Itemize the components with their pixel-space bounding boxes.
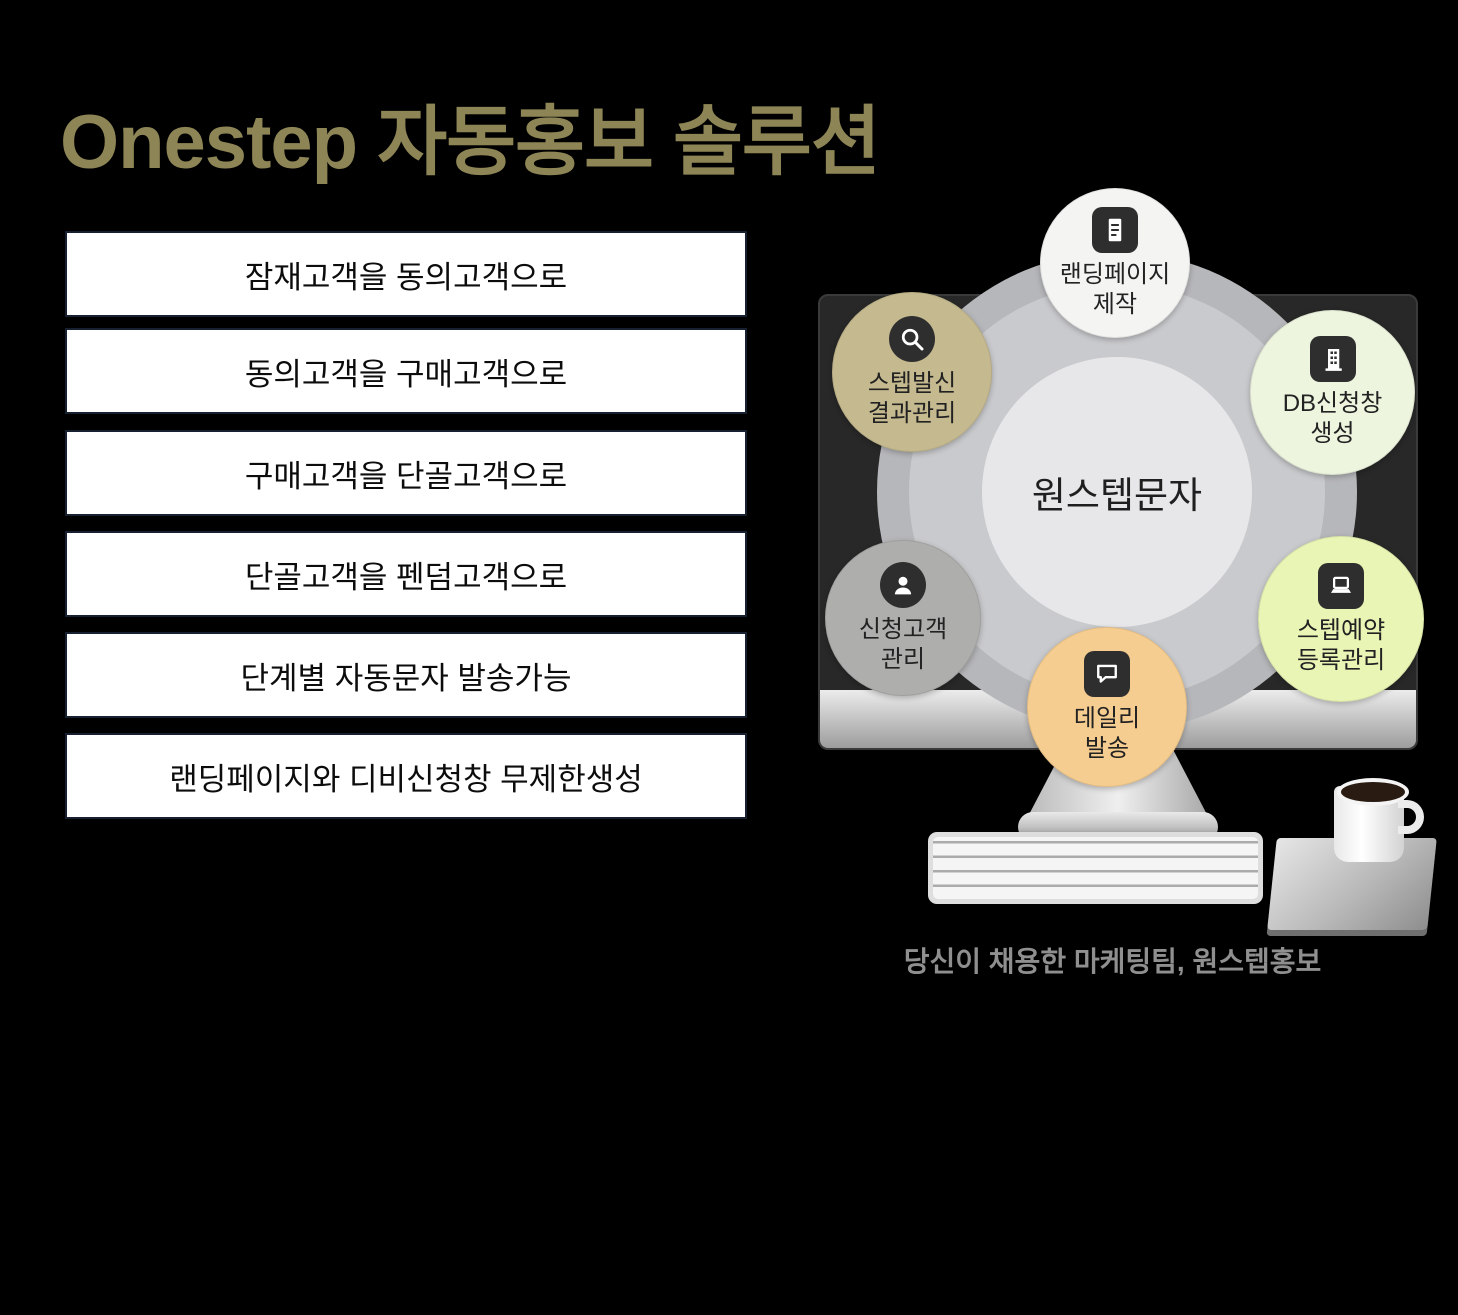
badge-daily-send: 데일리 발송: [1027, 627, 1187, 787]
coffee-cup: [1334, 778, 1409, 862]
coffee-cup-handle: [1398, 800, 1424, 834]
badge-label: 데일리 발송: [1073, 704, 1141, 762]
diagram-circle-center: 원스텝문자: [982, 357, 1252, 627]
feature-box: 단골고객을 펜덤고객으로: [65, 531, 747, 617]
caption-text: 당신이 채용한 마케팅팀, 원스텝홍보: [903, 946, 1322, 977]
feature-label: 단골고객을 펜덤고객으로: [244, 559, 568, 595]
badge-label: 스텝예약 등록관리: [1296, 616, 1386, 674]
search-icon: [889, 315, 935, 362]
feature-box: 구매고객을 단골고객으로: [65, 430, 747, 516]
feature-label: 랜딩페이지와 디비신청창 무제한생성: [169, 761, 643, 797]
badge-step-send-result: 스텝발신 결과관리: [832, 292, 992, 452]
keyboard: [928, 832, 1263, 904]
badge-step-reservation: 스텝예약 등록관리: [1258, 536, 1424, 702]
feature-label: 구매고객을 단골고객으로: [244, 458, 568, 494]
badge-label: DB신청창 생성: [1282, 390, 1383, 447]
feature-label: 동의고객을 구매고객으로: [244, 356, 568, 392]
feature-label: 단계별 자동문자 발송가능: [240, 660, 572, 696]
badge-applicant-mgmt: 신청고객 관리: [825, 540, 981, 696]
chat-icon: [1084, 650, 1130, 697]
page-title: Onestep 자동홍보 솔루션: [60, 100, 881, 185]
document-icon: [1092, 206, 1138, 253]
badge-label: 랜딩페이지 제작: [1059, 260, 1171, 318]
badge-db-form: DB신청창 생성: [1250, 310, 1415, 475]
badge-landing-page: 랜딩페이지 제작: [1040, 188, 1190, 338]
feature-box: 동의고객을 구매고객으로: [65, 328, 747, 414]
person-icon: [880, 561, 926, 608]
badge-label: 스텝발신 결과관리: [867, 369, 957, 427]
laptop-icon: [1318, 562, 1364, 609]
feature-box: 잠재고객을 동의고객으로: [65, 231, 747, 317]
badge-label: 신청고객 관리: [858, 615, 948, 673]
diagram-center-label: 원스텝문자: [1031, 475, 1203, 516]
feature-box: 랜딩페이지와 디비신청창 무제한생성: [65, 733, 747, 819]
building-icon: [1309, 336, 1356, 382]
feature-box: 단계별 자동문자 발송가능: [65, 632, 747, 718]
feature-label: 잠재고객을 동의고객으로: [244, 259, 568, 295]
